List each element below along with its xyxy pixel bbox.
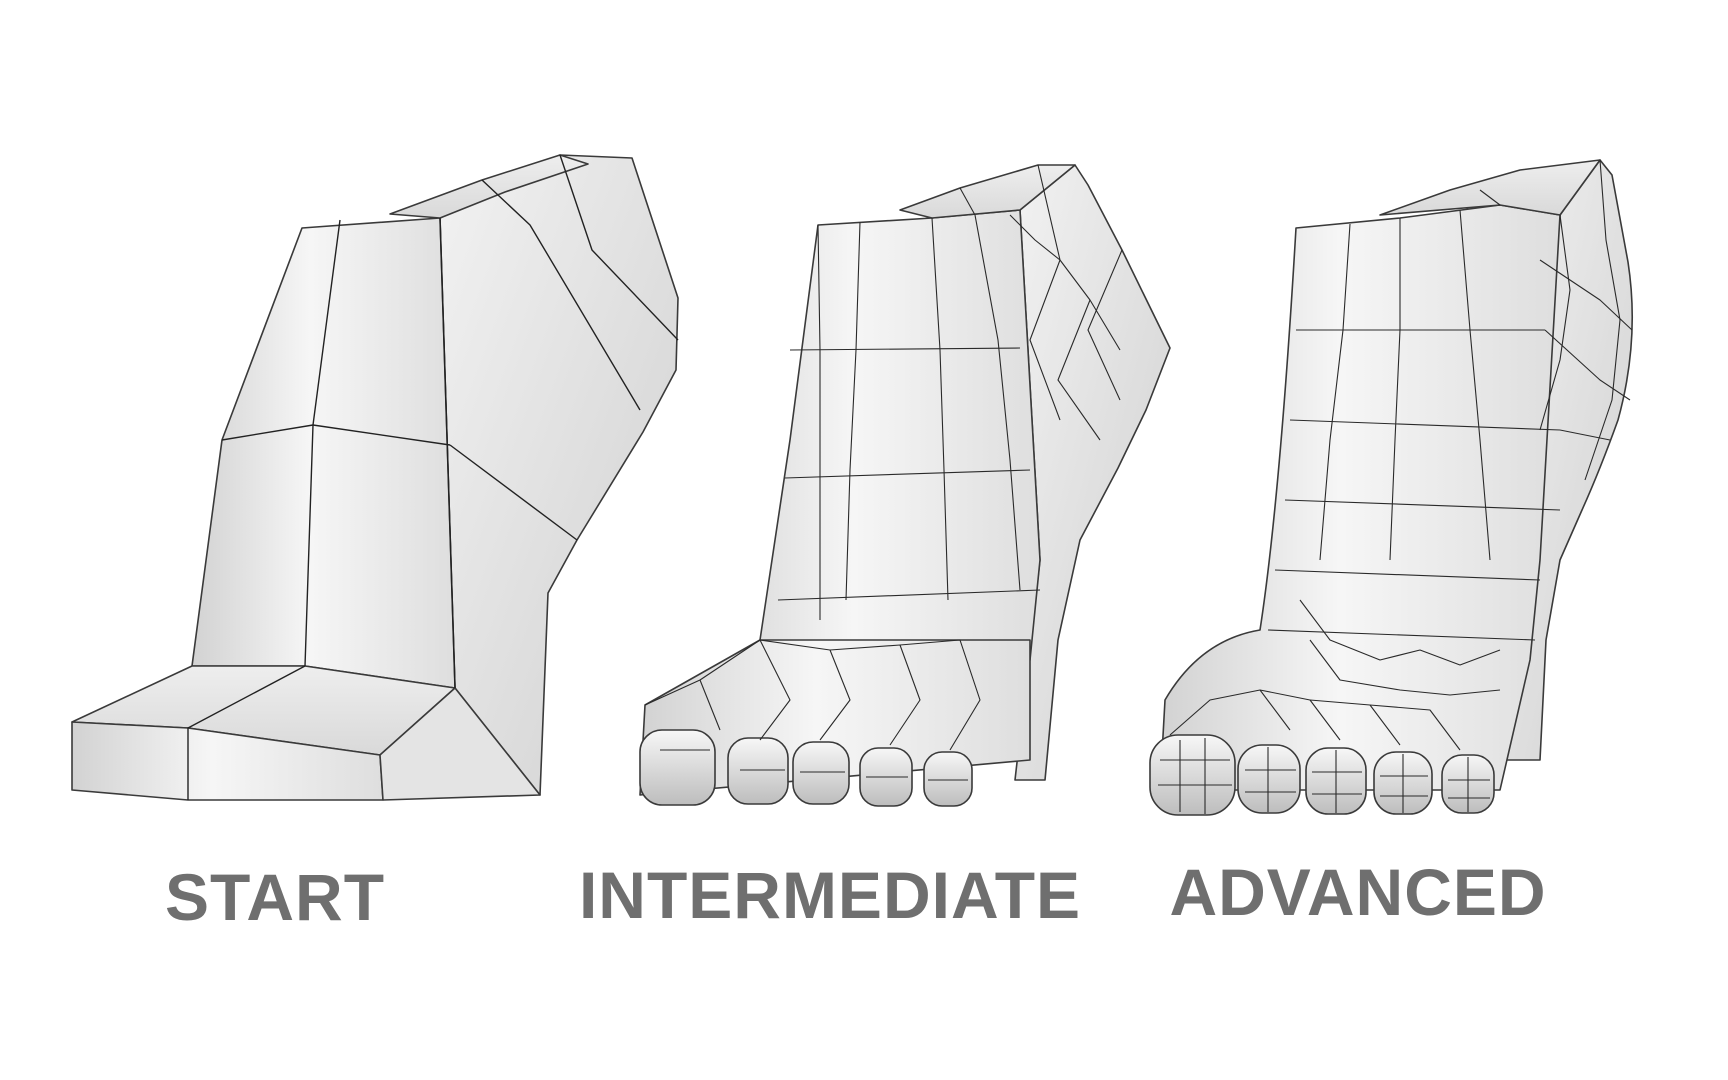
advanced-label: ADVANCED — [1169, 855, 1546, 929]
advanced-toe-2 — [1237, 744, 1301, 814]
intermediate-toe-3 — [792, 741, 850, 805]
intermediate-toe-2 — [727, 737, 789, 805]
start-foot-model — [71, 154, 679, 801]
start-leg-side — [439, 154, 679, 796]
intermediate-label: INTERMEDIATE — [579, 858, 1081, 932]
intermediate-foot-model — [639, 164, 1171, 807]
advanced-foot-model — [1149, 159, 1634, 816]
start-label: START — [165, 860, 385, 934]
start-toe-side — [379, 687, 541, 801]
intermediate-toe-5 — [923, 751, 973, 807]
advanced-leg-front — [1159, 204, 1561, 791]
intermediate-toe-1 — [639, 729, 716, 806]
intermediate-leg-side — [1014, 164, 1171, 781]
start-leg-front — [191, 217, 456, 689]
advanced-toe-1 — [1149, 734, 1236, 816]
